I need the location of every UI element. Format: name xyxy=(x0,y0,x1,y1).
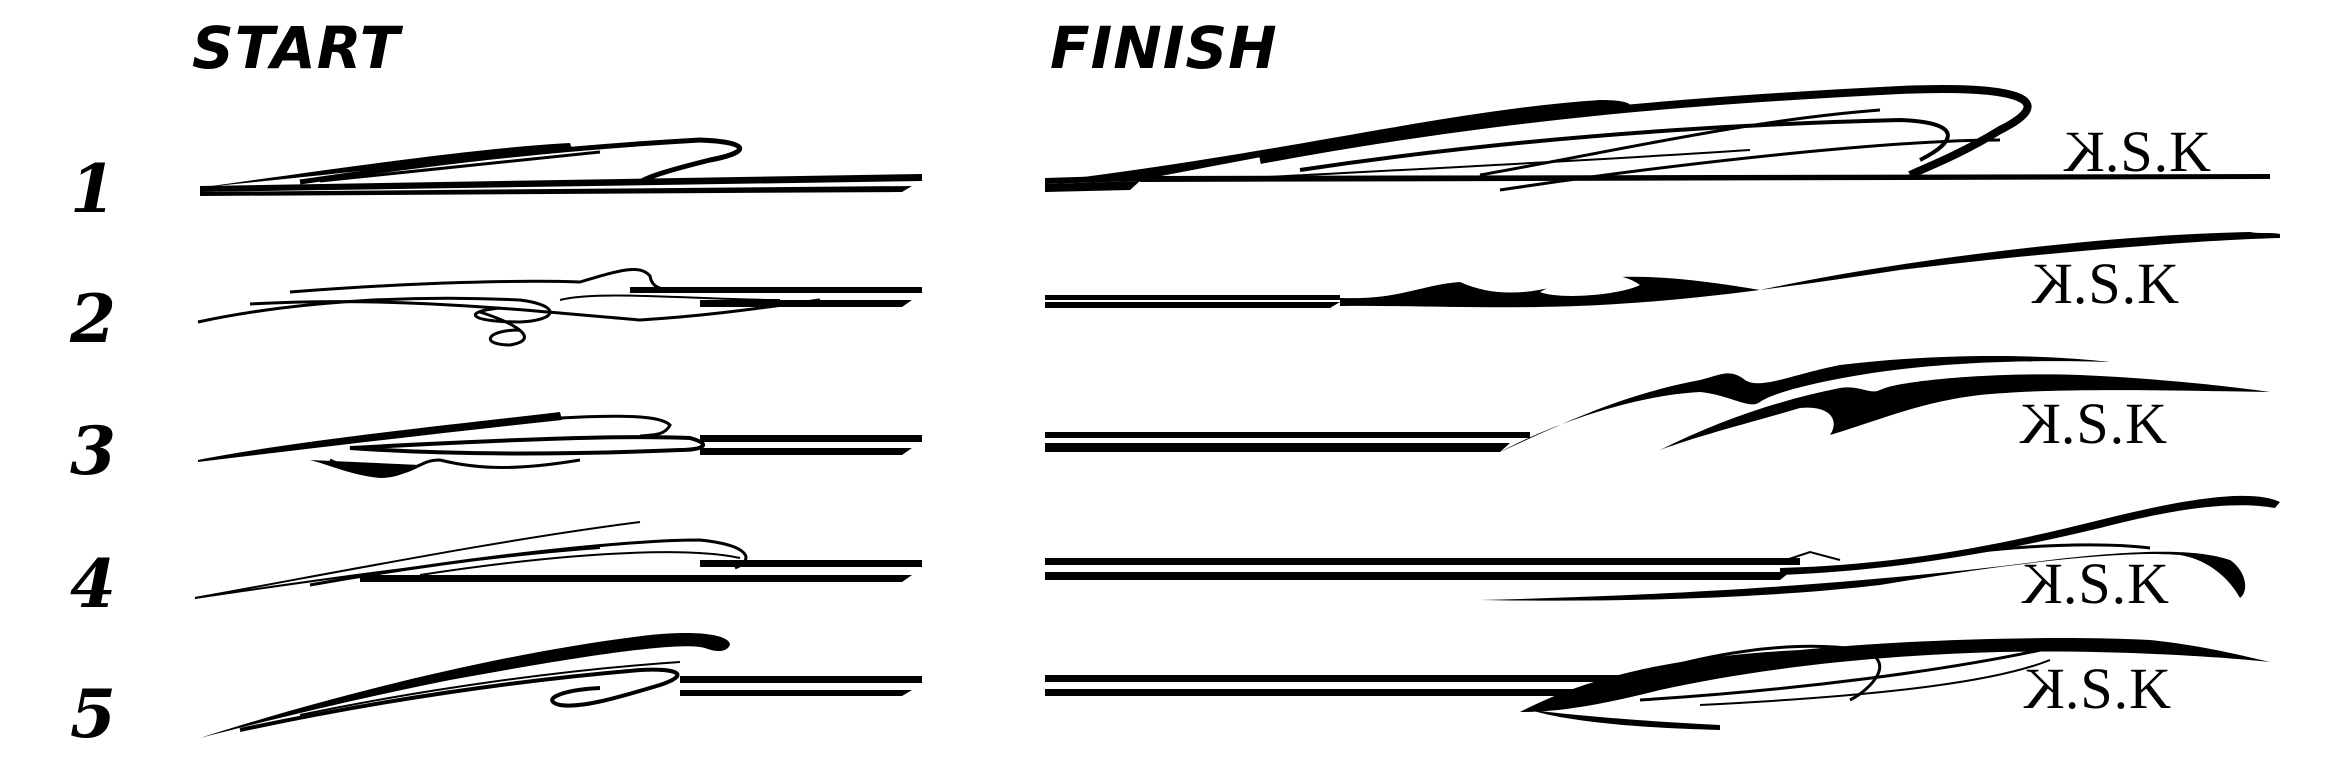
logo-rest: .S.K xyxy=(2072,251,2181,316)
logo-row-1: K.S.K xyxy=(2062,118,2212,185)
logo-row-2: K.S.K xyxy=(2030,250,2180,317)
logo-rest: .S.K xyxy=(2062,551,2171,616)
logo-rest: .S.K xyxy=(2104,119,2213,184)
finish-stripe-4 xyxy=(1045,495,2280,601)
start-stripe-2 xyxy=(197,268,922,347)
row-number-4: 4 xyxy=(70,545,116,623)
row-number-3: 3 xyxy=(70,412,116,490)
row-number-1: 1 xyxy=(70,150,116,228)
start-stripe-4 xyxy=(194,521,922,599)
logo-rest: .S.K xyxy=(2060,391,2169,456)
finish-header: FINISH xyxy=(1050,14,1278,82)
logo-letter: K xyxy=(2022,656,2065,721)
start-stripe-1 xyxy=(200,137,922,196)
logo-letter: K xyxy=(2062,119,2105,184)
finish-stripe-3 xyxy=(1045,356,2270,452)
finish-stripe-1 xyxy=(1045,85,2270,192)
row-number-2: 2 xyxy=(70,280,116,358)
row-number-5: 5 xyxy=(70,675,116,753)
finish-stripe-5 xyxy=(1045,638,2270,730)
logo-row-3: K.S.K xyxy=(2018,390,2168,457)
logo-letter: K xyxy=(2030,251,2073,316)
logo-letter: K xyxy=(2020,551,2063,616)
start-stripe-3 xyxy=(198,412,922,478)
logo-letter: K xyxy=(2018,391,2061,456)
logo-row-4: K.S.K xyxy=(2020,550,2170,617)
finish-stripe-2 xyxy=(1045,232,2280,308)
start-header: START xyxy=(192,14,401,82)
logo-rest: .S.K xyxy=(2064,656,2173,721)
logo-row-5: K.S.K xyxy=(2022,655,2172,722)
start-stripe-5 xyxy=(200,633,922,738)
